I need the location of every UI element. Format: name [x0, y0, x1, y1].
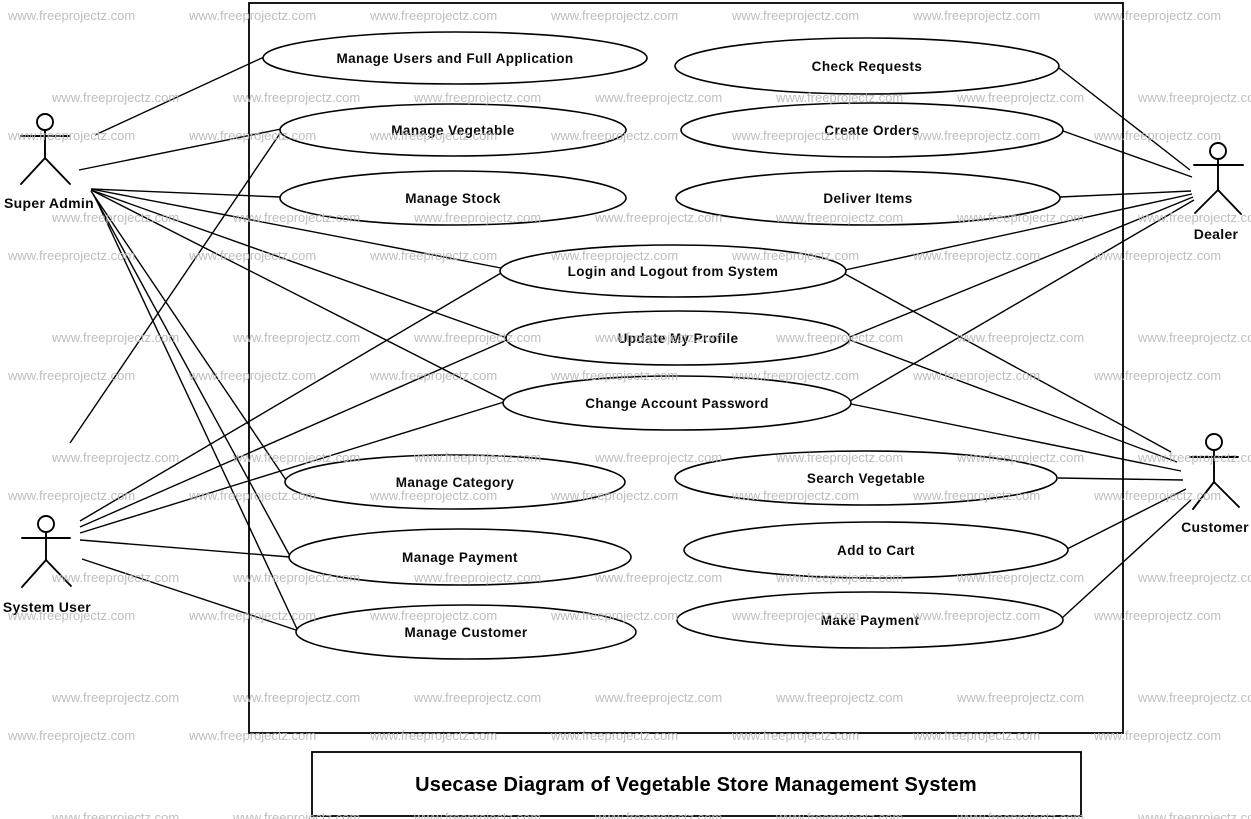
usecase-ellipse-make-payment	[676, 591, 1064, 649]
usecase-label-manage-vegetable: Manage Vegetable	[391, 123, 515, 138]
usecase-ellipse-update-profile	[505, 310, 851, 366]
line-customer-add-to-cart	[1066, 488, 1187, 550]
actor-label-super-admin: Super Admin	[4, 195, 94, 211]
association-lines	[69, 56, 1195, 631]
line-system-user-manage-vegetable	[69, 131, 282, 444]
usecase-label-update-profile: Update My Profile	[618, 331, 739, 346]
line-super-admin-manage-payment	[92, 193, 291, 557]
actor-label-system-user: System User	[3, 599, 91, 615]
actor-label-customer: Customer	[1181, 519, 1249, 535]
usecase-label-add-to-cart: Add to Cart	[837, 543, 915, 558]
usecase-label-manage-users: Manage Users and Full Application	[337, 51, 574, 66]
usecases: Manage Users and Full Application Manage…	[262, 31, 1069, 660]
line-dealer-login-logout	[844, 193, 1193, 271]
usecase-label-manage-customer: Manage Customer	[404, 625, 527, 640]
line-dealer-change-password	[849, 199, 1195, 402]
actor-leg-icon	[1194, 189, 1219, 214]
actor-leg-icon	[21, 559, 47, 588]
line-super-admin-manage-users	[94, 56, 265, 136]
usecase-label-create-orders: Create Orders	[824, 123, 919, 138]
actor-super-admin: Super Admin	[4, 113, 94, 211]
actor-leg-icon	[1213, 481, 1240, 508]
actor-leg-icon	[1192, 481, 1215, 510]
actor-system-user: System User	[3, 515, 91, 615]
line-customer-change-password	[850, 403, 1182, 472]
actor-head-icon	[36, 113, 54, 131]
line-system-user-update-profile	[79, 339, 508, 528]
line-customer-make-payment	[1061, 499, 1192, 619]
line-super-admin-manage-category	[90, 190, 287, 481]
usecase-ellipse-add-to-cart	[683, 521, 1069, 579]
actor-leg-icon	[1217, 189, 1242, 215]
line-super-admin-manage-vegetable	[78, 128, 282, 171]
actor-label-dealer: Dealer	[1194, 226, 1239, 242]
usecase-label-deliver-items: Deliver Items	[823, 191, 912, 206]
line-dealer-update-profile	[849, 196, 1194, 338]
line-dealer-create-orders	[1062, 130, 1193, 178]
actor-head-icon	[37, 515, 55, 533]
usecase-label-login-logout: Login and Logout from System	[568, 264, 779, 279]
system-boundary	[248, 2, 1124, 734]
line-system-user-change-password	[79, 401, 505, 534]
diagram-title-box: Usecase Diagram of Vegetable Store Manag…	[311, 751, 1082, 817]
usecase-ellipse-manage-vegetable	[279, 103, 627, 157]
line-system-user-manage-customer	[81, 558, 297, 631]
usecase-ellipse-manage-stock	[279, 170, 627, 226]
line-system-user-login-logout	[79, 272, 502, 522]
usecase-ellipse-search-vegetable	[674, 450, 1058, 506]
line-dealer-check-requests	[1058, 67, 1191, 171]
actor-leg-icon	[44, 157, 71, 185]
usecase-ellipse-check-requests	[674, 37, 1060, 95]
usecase-label-make-payment: Make Payment	[821, 613, 920, 628]
actor-leg-icon	[20, 157, 46, 185]
usecase-ellipse-manage-payment	[288, 528, 632, 586]
actor-leg-icon	[45, 559, 72, 587]
usecase-ellipse-change-password	[502, 375, 852, 431]
actor-head-icon	[1209, 142, 1227, 160]
usecase-ellipse-deliver-items	[675, 170, 1061, 226]
line-super-admin-manage-customer	[94, 196, 298, 630]
actor-dealer: Dealer	[1193, 142, 1244, 242]
usecase-ellipse-manage-users	[262, 31, 648, 85]
actor-head-icon	[1205, 433, 1223, 451]
line-dealer-deliver-items	[1059, 190, 1192, 198]
line-system-user-manage-payment	[79, 539, 291, 558]
usecase-ellipse-manage-customer	[295, 604, 637, 660]
usecase-label-search-vegetable: Search Vegetable	[807, 471, 925, 486]
usecase-label-manage-payment: Manage Payment	[402, 550, 518, 565]
line-customer-login-logout	[844, 273, 1172, 453]
line-super-admin-login-logout	[90, 188, 502, 269]
line-customer-update-profile	[849, 339, 1178, 463]
title-box-border	[311, 751, 1082, 817]
usecase-ellipse-manage-category	[284, 454, 626, 510]
diagram-title: Usecase Diagram of Vegetable Store Manag…	[415, 774, 977, 796]
line-super-admin-update-profile	[90, 189, 508, 339]
usecase-label-manage-category: Manage Category	[396, 475, 515, 490]
usecase-ellipse-create-orders	[680, 102, 1064, 158]
line-super-admin-manage-stock	[90, 188, 281, 198]
usecase-label-check-requests: Check Requests	[812, 59, 923, 74]
line-customer-search-vegetable	[1057, 477, 1184, 481]
line-super-admin-change-password	[90, 189, 505, 401]
actor-customer: Customer	[1181, 433, 1249, 535]
usecase-label-change-password: Change Account Password	[585, 396, 768, 411]
usecase-label-manage-stock: Manage Stock	[405, 191, 501, 206]
usecase-ellipse-login-logout	[499, 244, 847, 298]
